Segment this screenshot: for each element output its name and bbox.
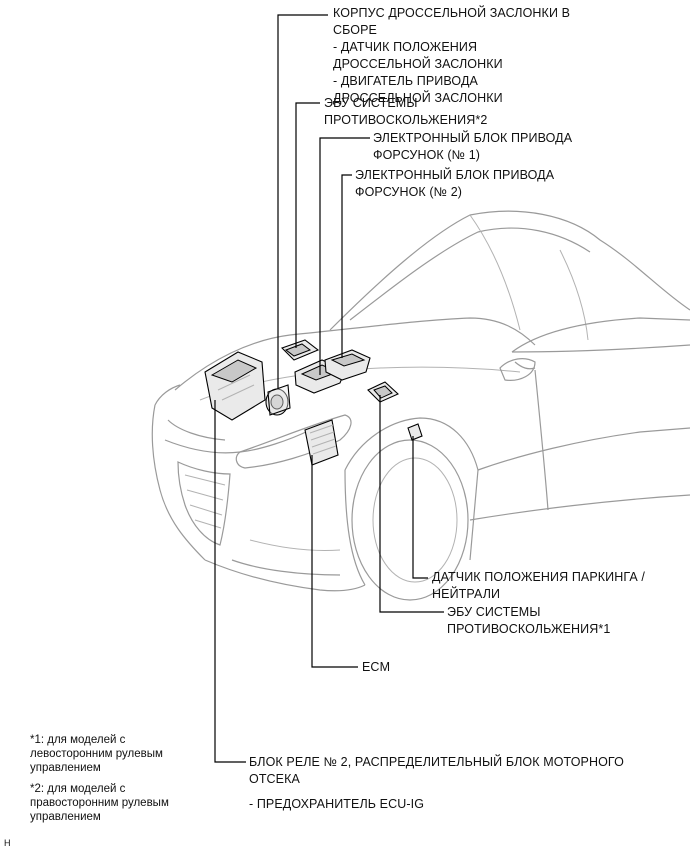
leader-lines	[214, 14, 444, 763]
park-neutral-switch-label: ДАТЧИК ПОЛОЖЕНИЯ ПАРКИНГА / НЕЙТРАЛИ	[432, 570, 646, 601]
ecm-label: ECM	[362, 660, 391, 674]
park-neutral-switch-part	[407, 423, 423, 441]
footnote-1: *1: для моделей с левосторонним рулевым …	[30, 734, 163, 774]
injector-driver-1-label: ЭЛЕКТРОННЫЙ БЛОК ПРИВОДА ФОРСУНОК (№ 1)	[373, 131, 573, 162]
ecu-ig-fuse-label: - ПРЕДОХРАНИТЕЛЬ ECU-IG	[249, 797, 425, 811]
skid-control-ecu-1-part	[367, 381, 399, 403]
skid-control-ecu-2-label: ЭБУ СИСТЕМЫ ПРОТИВОСКОЛЬЖЕНИЯ*2	[324, 96, 488, 127]
ecm-part	[304, 419, 339, 466]
car-outline	[151, 210, 690, 601]
skid-control-ecu-2-part	[280, 339, 320, 361]
footnote-2: *2: для моделей с правосторонним рулевым…	[30, 783, 169, 823]
relay-block-label: БЛОК РЕЛЕ № 2, РАСПРЕДЕЛИТЕЛЬНЫЙ БЛОК МО…	[249, 755, 624, 786]
throttle-body-label: КОРПУС ДРОССЕЛЬНОЙ ЗАСЛОНКИ В СБОРЕ - ДА…	[333, 6, 571, 105]
relay-block-part	[204, 351, 266, 421]
skid-control-ecu-1-label: ЭБУ СИСТЕМЫ ПРОТИВОСКОЛЬЖЕНИЯ*1	[447, 605, 611, 636]
injector-driver-2-label: ЭЛЕКТРОННЫЙ БЛОК ПРИВОДА ФОРСУНОК (№ 2)	[355, 168, 555, 199]
throttle-body-part	[265, 384, 291, 416]
figure-code: H	[4, 838, 11, 848]
injector-driver-2-part	[324, 349, 371, 381]
